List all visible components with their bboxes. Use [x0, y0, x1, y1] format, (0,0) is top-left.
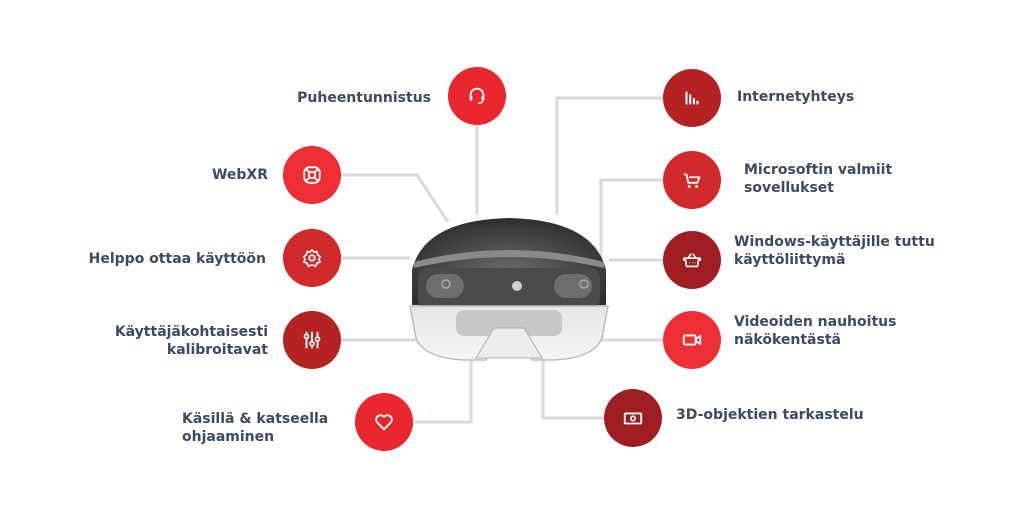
- windows-node: [663, 231, 721, 289]
- heart-icon: [375, 414, 393, 431]
- puheentunnistus-node: [448, 67, 506, 125]
- banknote-icon: [623, 412, 643, 425]
- ohjaaminen-node: [355, 393, 413, 451]
- internet-label: Internetyhteys: [737, 89, 855, 105]
- microsoft-node: [663, 151, 721, 209]
- helppo-label: Helppo ottaa käyttöön: [88, 251, 266, 267]
- puheentunnistus-label: Puheentunnistus: [297, 90, 431, 106]
- internet-node: [663, 69, 721, 127]
- lifebuoy-icon: [303, 166, 321, 184]
- objektit-label: 3D-objektien tarkastelu: [676, 407, 864, 423]
- kalibroitavat-node: [283, 311, 341, 369]
- webxr-node: [283, 146, 341, 204]
- helppo-node: [283, 229, 341, 287]
- hololens-headset-image: [409, 218, 609, 361]
- webxr-label: WebXR: [211, 167, 268, 183]
- bar-chart-icon: [685, 91, 699, 105]
- cart-icon: [683, 173, 701, 188]
- sliders-icon: [303, 331, 321, 349]
- gear-icon: [302, 248, 322, 268]
- video-node: [663, 311, 721, 369]
- basket-icon: [682, 253, 702, 268]
- headset-icon: [469, 87, 485, 105]
- video-camera-icon: [682, 334, 702, 346]
- objektit-node: [604, 389, 662, 447]
